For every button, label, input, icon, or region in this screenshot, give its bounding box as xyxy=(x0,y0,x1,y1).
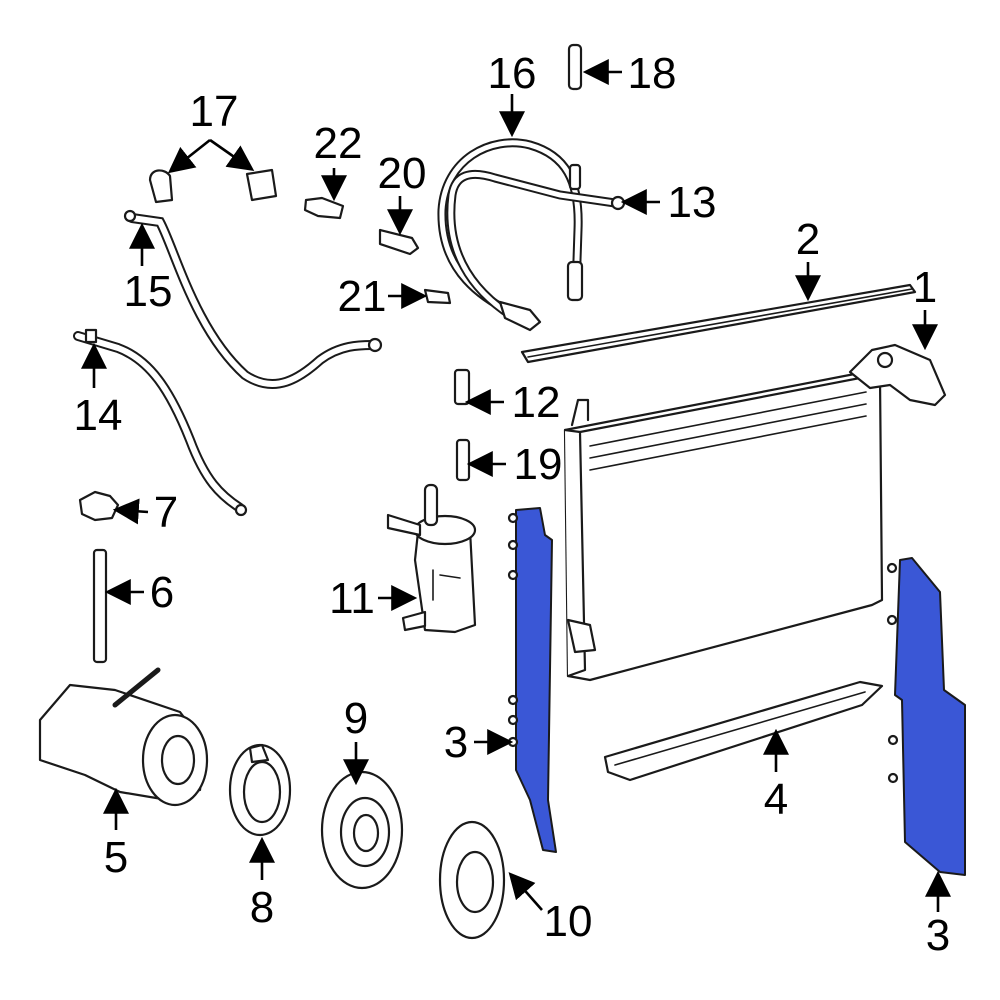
suction-hose[interactable] xyxy=(437,138,626,332)
hose-clip-left[interactable] xyxy=(148,169,174,204)
callout-17: 17 xyxy=(190,87,239,136)
clutch-coil[interactable] xyxy=(228,743,292,837)
valve-18[interactable] xyxy=(567,43,583,91)
condenser[interactable] xyxy=(563,370,884,682)
callout-8: 8 xyxy=(250,883,274,932)
callout-11: 11 xyxy=(329,574,375,623)
callout-10: 10 xyxy=(544,897,593,946)
nut[interactable] xyxy=(78,490,120,522)
callout-7-leader xyxy=(112,498,149,525)
valve-12[interactable] xyxy=(453,368,471,406)
callout-3b: 3 xyxy=(926,911,950,960)
callout-10-leader xyxy=(508,872,543,911)
hose-clip-right[interactable] xyxy=(245,168,278,202)
callout-15: 15 xyxy=(124,267,173,316)
lower-seal[interactable] xyxy=(603,680,884,782)
callout-7: 7 xyxy=(154,488,178,537)
discharge-hose[interactable] xyxy=(123,209,383,389)
callout-13: 13 xyxy=(668,178,717,227)
callout-19: 19 xyxy=(514,440,563,489)
callout-4: 4 xyxy=(764,775,788,824)
valve-20[interactable] xyxy=(378,228,420,256)
callout-21: 21 xyxy=(338,272,387,321)
upper-seal[interactable] xyxy=(520,283,917,364)
right-air-deflector[interactable] xyxy=(886,557,966,876)
valve-22[interactable] xyxy=(303,196,345,220)
callout-1: 1 xyxy=(913,263,937,312)
callout-18: 18 xyxy=(628,49,677,98)
callout-5: 5 xyxy=(104,833,128,882)
callout-12: 12 xyxy=(512,378,561,427)
left-air-deflector[interactable] xyxy=(507,507,557,853)
clutch-hub[interactable] xyxy=(438,820,506,940)
callout-17-leader-a xyxy=(167,138,211,174)
callout-6: 6 xyxy=(150,568,174,617)
callout-17-leader-b xyxy=(209,138,255,171)
valve-21[interactable] xyxy=(423,288,452,305)
callout-3a: 3 xyxy=(444,718,468,767)
condenser-bracket[interactable] xyxy=(848,343,947,407)
stud[interactable] xyxy=(92,548,108,664)
callout-16: 16 xyxy=(488,49,537,98)
valve-19[interactable] xyxy=(455,438,471,482)
callout-22: 22 xyxy=(314,119,363,168)
receiver-drier[interactable] xyxy=(386,483,477,634)
liquid-line[interactable] xyxy=(73,328,248,517)
callout-14: 14 xyxy=(74,391,123,440)
callout-20: 20 xyxy=(378,149,427,198)
callout-9: 9 xyxy=(344,694,368,743)
compressor[interactable] xyxy=(38,667,209,807)
clutch-pulley[interactable] xyxy=(320,770,404,890)
callout-2: 2 xyxy=(796,215,820,264)
